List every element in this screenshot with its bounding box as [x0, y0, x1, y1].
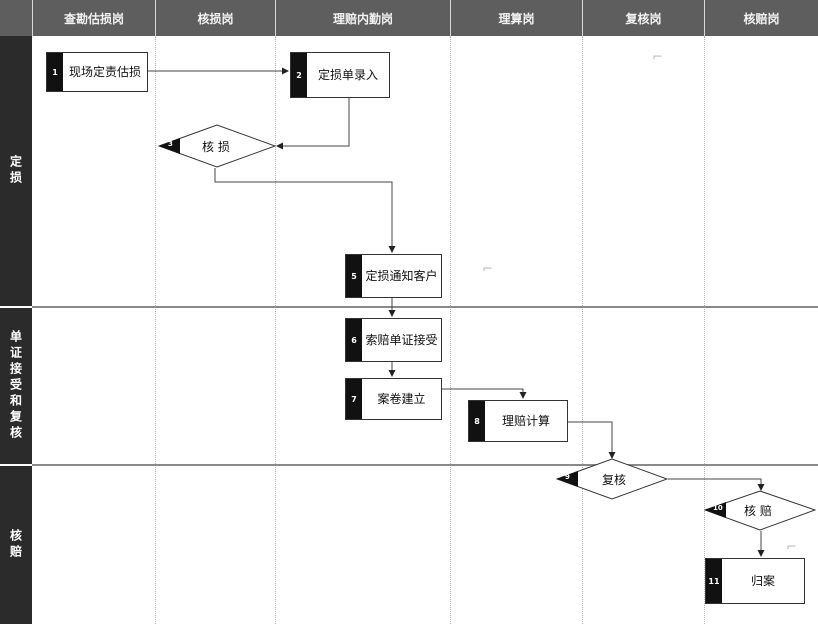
- column-header-claims-clerk: 理赔内勤岗: [275, 0, 450, 36]
- step-number: 6: [346, 319, 362, 361]
- arrow-2-to-3: [276, 98, 350, 150]
- process-box-1: 1 现场定责估损: [46, 52, 148, 92]
- step-number: 7: [346, 379, 362, 419]
- column-header-adjuster: 理算岗: [450, 0, 582, 36]
- decision-label: 核 赔: [744, 504, 772, 518]
- decision-label: 核 损: [202, 140, 230, 154]
- process-label: 归案: [750, 573, 775, 588]
- process-box-6: 6 索赔单证接受: [345, 318, 442, 362]
- decision-approval: 10 核 赔: [704, 490, 816, 531]
- process-box-archive: 11 归案: [705, 558, 805, 604]
- column-header-recheck: 复核岗: [582, 0, 704, 36]
- column-divider: [155, 36, 156, 624]
- arrow-7-to-8: [442, 388, 527, 399]
- lane-divider: [32, 306, 818, 308]
- process-label: 案卷建立: [377, 391, 426, 406]
- lane-label-approval: 核赔: [0, 466, 32, 624]
- process-label: 定损通知客户: [365, 268, 438, 283]
- process-box-2: 2 定损单录入: [290, 52, 390, 98]
- decision-diamond-shape: [158, 124, 276, 168]
- step-number: 2: [291, 53, 307, 97]
- column-header-bar: [0, 0, 818, 36]
- decision-diamond-shape: [556, 458, 668, 500]
- process-label: 现场定责估损: [68, 64, 141, 79]
- step-number: 5: [346, 255, 362, 297]
- decision-label: 复核: [602, 473, 627, 487]
- step-number: 11: [706, 559, 722, 603]
- faint-mark: ⌐: [652, 50, 663, 65]
- column-header-survey: 查勘估损岗: [32, 0, 155, 36]
- process-label: 索赔单证接受: [365, 332, 438, 347]
- faint-mark: ⌐: [482, 262, 493, 277]
- column-divider: [275, 36, 276, 624]
- step-number: 9: [565, 473, 570, 481]
- column-divider: [704, 36, 705, 624]
- column-divider: [450, 36, 451, 624]
- process-box-7: 7 案卷建立: [345, 378, 442, 420]
- process-box-8: 8 理赔计算: [468, 400, 568, 442]
- faint-mark: ⌐: [786, 540, 797, 555]
- lane-divider: [32, 464, 818, 466]
- step-number: 10: [713, 504, 723, 512]
- decision-loss-check: 3 核 损: [158, 124, 276, 168]
- arrow-3-to-5: [214, 168, 396, 253]
- decision-recheck: 9 复核: [556, 458, 668, 500]
- step-number: 1: [47, 53, 63, 91]
- step-number: 8: [469, 401, 485, 441]
- lane-label-documents: 单证接受和复核: [0, 308, 32, 464]
- process-box-5: 5 定损通知客户: [345, 254, 442, 298]
- column-divider: [582, 36, 583, 624]
- header-corner: [0, 0, 32, 36]
- decision-diamond-shape: [704, 490, 816, 531]
- arrow-8-to-recheck: [568, 421, 616, 459]
- process-label: 定损单录入: [317, 67, 378, 82]
- step-number: 3: [168, 140, 173, 148]
- process-label: 理赔计算: [501, 413, 550, 428]
- arrow-recheck-to-approval: [668, 478, 765, 491]
- column-header-loss-check: 核损岗: [155, 0, 275, 36]
- column-header-approval: 核赔岗: [704, 0, 818, 36]
- lane-label-loss-assessment: 定损: [0, 36, 32, 306]
